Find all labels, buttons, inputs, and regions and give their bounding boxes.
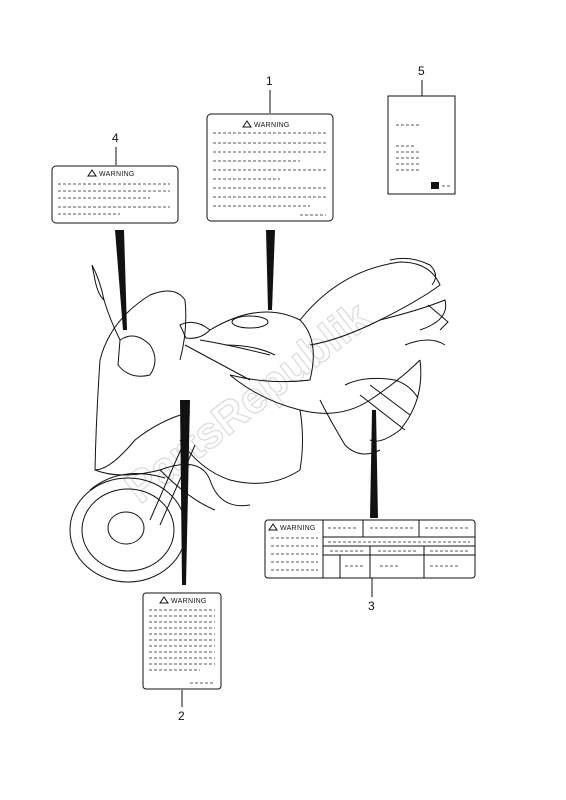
label-5-owners-manual[interactable] <box>387 95 456 195</box>
callout-pointers <box>115 230 378 585</box>
watermark: PartsRepublik <box>116 292 380 513</box>
callout-number-2: 2 <box>178 709 185 723</box>
callout-number-5: 5 <box>418 64 425 78</box>
warning-text: WARNING <box>254 122 290 129</box>
label-1-warning-sticker[interactable]: WARNING <box>206 113 334 222</box>
warning-text: WARNING <box>99 171 135 178</box>
warning-text: WARNING <box>280 525 316 532</box>
callout-number-1: 1 <box>266 74 273 88</box>
label-3-warning-table[interactable]: WARNING <box>264 519 476 579</box>
motorcycle-outline <box>69 257 449 583</box>
callout-number-3: 3 <box>368 599 375 613</box>
label-4-warning-sticker[interactable]: WARNING <box>51 165 179 224</box>
callout-number-4: 4 <box>112 131 119 145</box>
warning-text: WARNING <box>171 598 207 605</box>
leader-lines <box>115 80 423 707</box>
label-2-warning-sticker[interactable]: WARNING <box>142 592 222 690</box>
